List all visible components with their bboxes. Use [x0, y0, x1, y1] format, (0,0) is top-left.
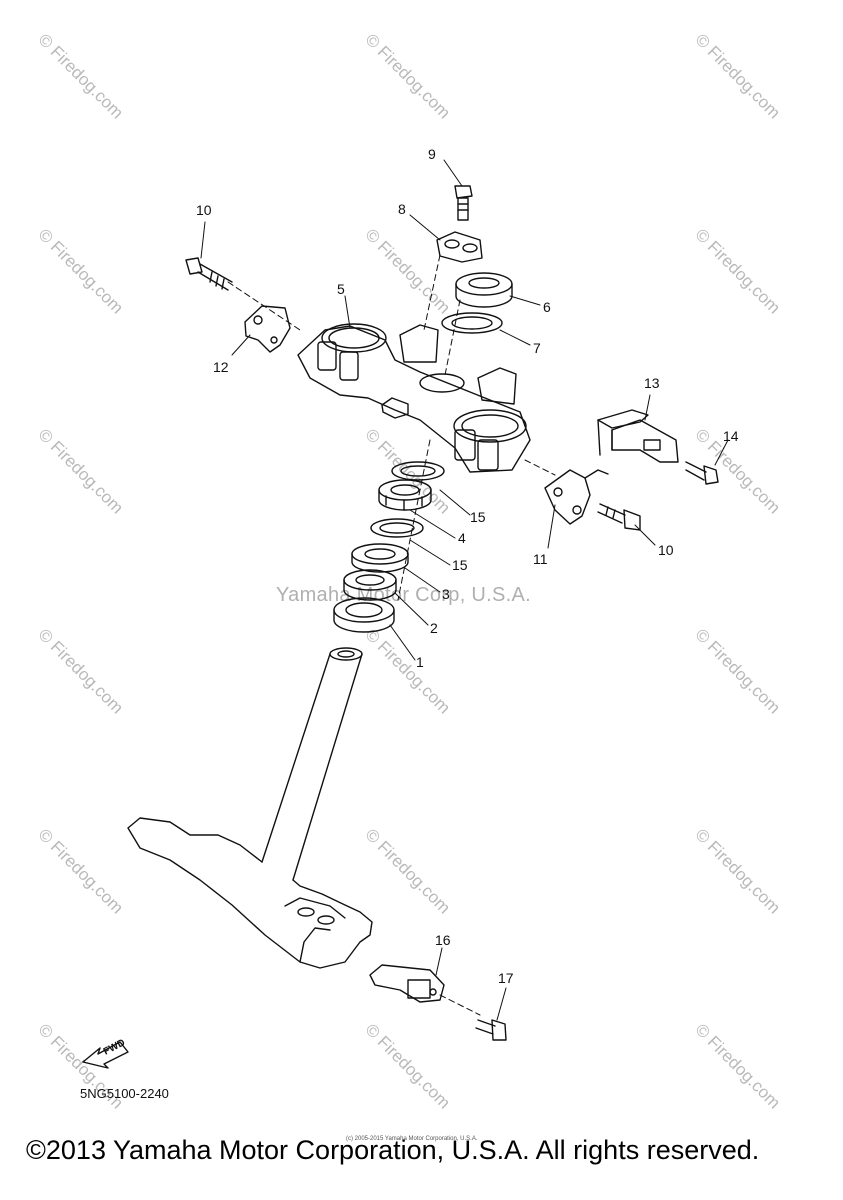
callout-5: 5: [337, 281, 345, 297]
callout-4: 4: [458, 530, 466, 546]
steering-stem: [127, 647, 373, 969]
callout-10-lower: 10: [658, 542, 674, 558]
washer-15-upper: [391, 461, 445, 481]
fwd-arrow-icon: [82, 1041, 129, 1069]
bolt-10-upper: [185, 257, 233, 291]
clamp-13: [597, 409, 679, 463]
copyright-notice: ©2013 Yamaha Motor Corporation, U.S.A. A…: [26, 1135, 760, 1165]
callout-15-upper: 15: [470, 509, 486, 525]
center-watermark: Yamaha Motor Corp, U.S.A.: [276, 584, 531, 606]
clamp-16: [369, 964, 445, 1003]
washer-15-lower: [370, 518, 424, 538]
diagram-code: 5NG5100-2240: [80, 1086, 169, 1101]
washer-7: [441, 312, 503, 334]
callout-6: 6: [543, 299, 551, 315]
bracket-12: [244, 305, 291, 353]
ring-nut-4: [378, 479, 432, 511]
callout-7: 7: [533, 340, 541, 356]
damper-6: [455, 272, 513, 308]
callout-1: 1: [416, 654, 424, 670]
bolt-9: [454, 185, 473, 221]
callout-13: 13: [644, 375, 660, 391]
callout-10-upper: 10: [196, 202, 212, 218]
callout-16: 16: [435, 932, 451, 948]
callout-14: 14: [723, 428, 739, 444]
bolt-10-lower: [597, 503, 641, 531]
callout-2: 2: [430, 620, 438, 636]
bolt-17: [475, 1019, 507, 1041]
leader-lines: [200, 159, 729, 1021]
bearing-1: [333, 597, 395, 633]
bearing-cover-3: [351, 543, 409, 573]
callout-3: 3: [442, 586, 450, 602]
callout-11: 11: [533, 551, 548, 567]
bearing-2: [343, 569, 397, 601]
callout-17: 17: [498, 970, 514, 986]
upper-bracket-5: [297, 323, 531, 473]
callout-9: 9: [428, 146, 436, 162]
handlebar-clamp-8: [436, 231, 483, 263]
bracket-11: [544, 469, 609, 525]
fine-print: (c) 2005-2015 Yamaha Motor Corporation, …: [346, 1136, 478, 1142]
callout-15-lower: 15: [452, 557, 468, 573]
callout-8: 8: [398, 201, 406, 217]
bolt-14: [685, 461, 719, 485]
callout-12: 12: [213, 359, 229, 375]
